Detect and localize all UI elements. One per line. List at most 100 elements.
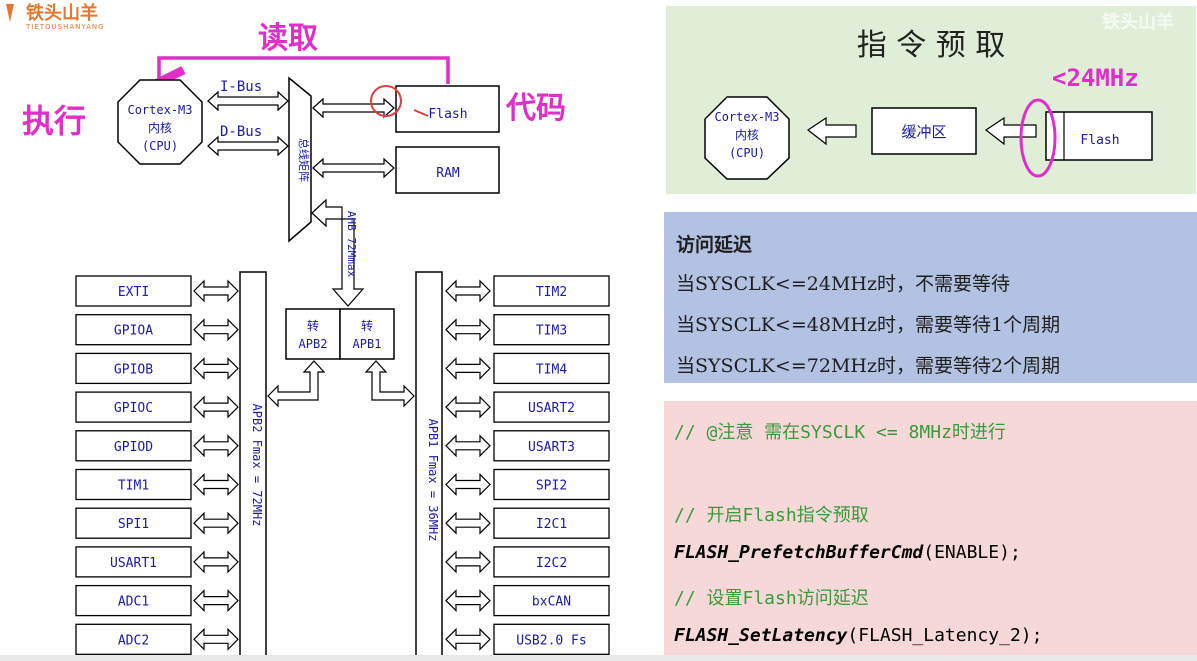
- ahb-bus: AHB 72Mmax: [311, 198, 365, 307]
- apb1-periph-arrow: [445, 589, 491, 613]
- apb2-periph-arrow: [193, 434, 239, 458]
- dbus-arrow: D-Bus: [207, 124, 289, 157]
- apb1-periph-item: I2C1: [445, 507, 610, 539]
- apb2-periph-item: GPIOA: [75, 314, 239, 346]
- flash-bus-arrow: [312, 97, 395, 119]
- apb2-periph-box: [75, 391, 192, 423]
- apb1-link-arrow: [364, 360, 415, 408]
- apb2-periph-box: [75, 468, 192, 501]
- prefetch-flash-label: Flash: [1080, 133, 1119, 148]
- apb2-periph-item: SPI1: [75, 507, 239, 539]
- apb1-bridge: 转 APB1: [339, 308, 395, 360]
- code-call-1-fn: FLASH_PrefetchBufferCmd: [674, 542, 924, 563]
- apb2-periph-label: EXTI: [118, 285, 149, 300]
- apb2-periph-item: GPIOC: [75, 391, 239, 423]
- logo-text: 铁头山羊: [26, 2, 98, 24]
- apb1-periph-label: USART2: [528, 401, 575, 416]
- cpu-core: Cortex-M3 内核 (CPU): [117, 79, 203, 165]
- buffer-block: 缓冲区: [871, 107, 977, 155]
- annot-exec: 执行: [22, 102, 86, 140]
- apb2-periph-item: TIM1: [75, 468, 239, 501]
- flash-block: Flash: [395, 85, 500, 133]
- prefetch-cpu: Cortex-M3 内核 (CPU): [704, 96, 790, 180]
- apb1-periph-box: [493, 546, 610, 578]
- apb1-periph-box: [493, 352, 610, 385]
- latency-panel: 访问延迟 当SYSCLK<=24MHz时，不需要等待 当SYSCLK<=48MH…: [664, 212, 1197, 383]
- code-call-2: FLASH_SetLatency(FLASH_Latency_2);: [674, 625, 1042, 646]
- logo-subtext: TIETOUSHANYANG: [25, 23, 105, 31]
- buffer-label: 缓冲区: [901, 123, 946, 141]
- ram-label: RAM: [436, 166, 460, 181]
- code-call-1: FLASH_PrefetchBufferCmd(ENABLE);: [674, 542, 1021, 563]
- buffer-to-cpu-arrow: [806, 116, 857, 146]
- apb2-periph-label: GPIOD: [114, 440, 153, 455]
- apb1-bridge-line1: 转: [361, 318, 373, 333]
- prefetch-cpu-line2: 内核: [735, 128, 759, 142]
- apb1-periph-arrow: [445, 318, 491, 342]
- apb2-bus-label: APB2 Fmax = 72MHz: [250, 404, 264, 527]
- latency-line-3: 当SYSCLK<=72MHz时，需要等待2个周期: [676, 355, 1061, 377]
- apb1-peripherals: TIM2TIM3TIM4USART2USART3SPI2I2C1I2C2bxCA…: [445, 275, 610, 655]
- annot-code: 代码: [505, 91, 566, 126]
- apb2-periph-box: [75, 352, 192, 385]
- apb2-periph-arrow: [193, 356, 239, 380]
- matrix-label: 总线矩阵: [297, 138, 311, 182]
- cpu-line1: Cortex-M3: [127, 103, 192, 117]
- code-call-1-args: (ENABLE);: [923, 542, 1021, 563]
- apb1-periph-item: I2C2: [445, 546, 610, 578]
- apb2-periph-arrow: [193, 318, 239, 342]
- prefetch-highlight: [1019, 98, 1057, 178]
- apb1-bus-label: APB1 Fmax = 36MHz: [426, 419, 440, 542]
- flash-label: Flash: [428, 107, 467, 122]
- apb2-periph-label: ADC2: [118, 633, 149, 648]
- apb1-periph-box: [493, 391, 610, 423]
- apb1-periph-item: TIM2: [445, 275, 610, 307]
- apb2-periph-item: USART1: [75, 546, 239, 578]
- apb1-periph-item: USART2: [445, 391, 610, 423]
- apb1-periph-box: [493, 430, 610, 462]
- apb2-periph-box: [75, 430, 192, 462]
- apb2-periph-arrow: [193, 279, 239, 303]
- apb2-periph-box: [75, 584, 192, 617]
- apb1-periph-arrow: [445, 473, 491, 496]
- apb1-periph-item: TIM4: [445, 352, 610, 385]
- prefetch-annot: <24MHz: [1052, 64, 1139, 92]
- cpu-line3: (CPU): [142, 139, 178, 153]
- prefetch-cpu-line3: (CPU): [729, 146, 765, 160]
- prefetch-panel: 指 令 预 取 铁头山羊 Cortex-M3 内核 (CPU) 缓冲区 Flas…: [666, 6, 1196, 194]
- apb2-periph-box: [75, 623, 192, 655]
- apb2-periph-box: [75, 507, 192, 539]
- cpu-line2: 内核: [148, 121, 172, 135]
- apb2-bridge: 转 APB2: [285, 308, 341, 360]
- apb2-bus: APB2 Fmax = 72MHz: [239, 271, 267, 657]
- apb2-periph-arrow: [193, 511, 239, 535]
- apb2-periph-box: [75, 275, 192, 307]
- apb1-periph-label: TIM2: [536, 285, 567, 300]
- code-call-2-fn: FLASH_SetLatency: [674, 625, 848, 646]
- brand-logo: 铁头山羊 TIETOUSHANYANG: [6, 2, 105, 31]
- prefetch-title: 指 令 预 取: [856, 28, 1006, 63]
- latency-title: 访问延迟: [676, 234, 753, 256]
- apb1-periph-box: [493, 468, 610, 501]
- apb1-periph-box: [493, 507, 610, 539]
- apb2-periph-box: [75, 546, 192, 578]
- apb2-periph-item: ADC2: [75, 623, 239, 655]
- prefetch-flash-block: Flash: [1045, 111, 1153, 161]
- ibus-label: I-Bus: [220, 79, 262, 95]
- apb1-periph-label: I2C1: [536, 517, 567, 532]
- apb1-periph-label: SPI2: [536, 479, 567, 494]
- apb1-periph-label: USB2.0 Fs: [516, 633, 586, 648]
- watermark: 铁头山羊: [1102, 12, 1174, 33]
- annot-read: 读取: [258, 21, 318, 56]
- ahb-label: AHB 72Mmax: [345, 211, 358, 278]
- apb1-periph-arrow: [445, 511, 491, 535]
- apb2-periph-label: TIM1: [118, 479, 149, 494]
- read-path-annotation: [159, 56, 450, 84]
- ram-block: RAM: [395, 146, 500, 194]
- code-comment-1: // @注意 需在SYSCLK <= 8MHz时进行: [674, 422, 1006, 443]
- apb1-periph-arrow: [445, 550, 491, 574]
- apb2-periph-arrow: [193, 627, 239, 651]
- apb1-periph-arrow: [445, 395, 491, 419]
- pointer-line: [413, 109, 429, 117]
- apb1-periph-item: SPI2: [445, 468, 610, 501]
